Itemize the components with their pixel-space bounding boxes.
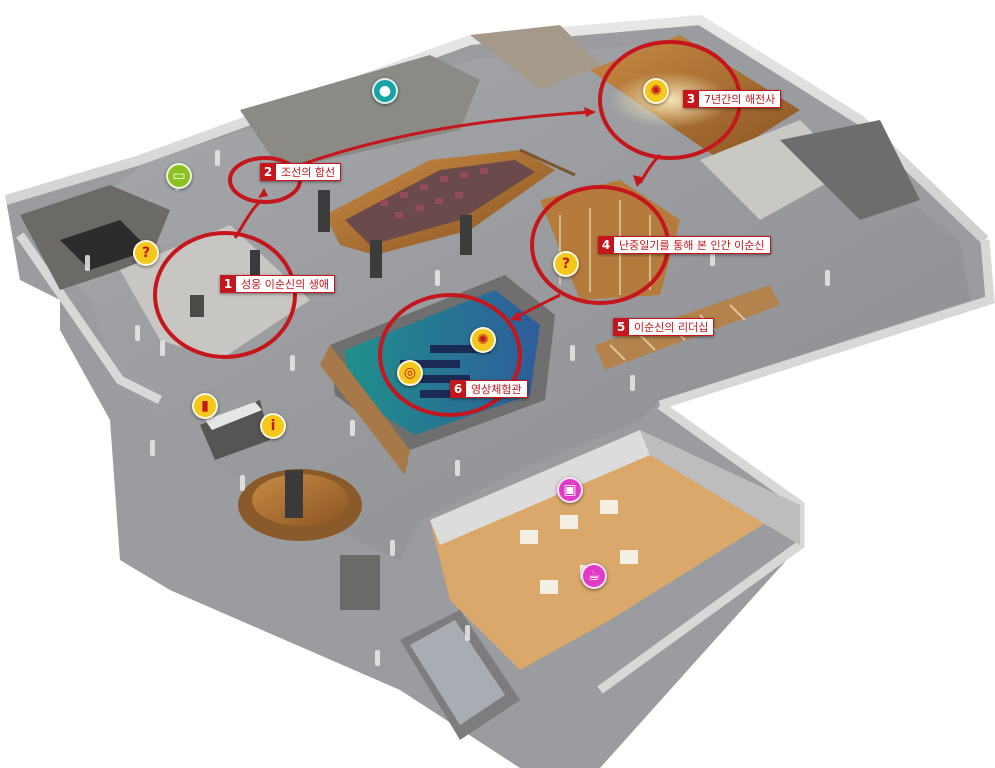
film-reel-icon[interactable]: ✺: [643, 78, 669, 104]
zone1-highlight-circle: [153, 231, 297, 359]
zone-number: 5: [613, 318, 629, 336]
information-icon[interactable]: i: [260, 413, 286, 439]
film-reel-icon[interactable]: ✺: [470, 327, 496, 353]
route-arrow-2-3: [299, 110, 591, 167]
zone6-highlight-circle: [378, 293, 522, 417]
zone-label-1[interactable]: 1 성웅 이순신의 생애: [220, 275, 335, 293]
info-desk: [200, 400, 270, 460]
zone-number: 4: [598, 236, 614, 254]
question-icon[interactable]: ?: [133, 240, 159, 266]
zone-title: 영상체험관: [466, 380, 528, 398]
monitor-icon[interactable]: ▭: [166, 163, 192, 189]
zone-title: 난중일기를 통해 본 인간 이순신: [614, 236, 771, 254]
zone-title: 조선의 함선: [276, 163, 342, 181]
zone-number: 2: [260, 163, 276, 181]
3d-glasses-icon[interactable]: ◎: [397, 360, 423, 386]
zone-label-6[interactable]: 6 영상체험관: [450, 380, 528, 398]
zone-title: 이순신의 리더십: [629, 318, 715, 336]
zone-number: 1: [220, 275, 236, 293]
person-icon[interactable]: ●: [372, 78, 398, 104]
zone-label-4[interactable]: 4 난중일기를 통해 본 인간 이순신: [598, 236, 771, 254]
zone-title: 7년간의 해전사: [699, 90, 782, 108]
zone-label-3[interactable]: 3 7년간의 해전사: [683, 90, 782, 108]
top-exhibit-room: [240, 55, 480, 170]
mobile-phone-icon[interactable]: ▮: [192, 393, 218, 419]
coffee-cup-icon[interactable]: ☕: [581, 563, 607, 589]
question-icon[interactable]: ?: [553, 251, 579, 277]
zone-number: 6: [450, 380, 466, 398]
zone-label-5[interactable]: 5 이순신의 리더십: [613, 318, 715, 336]
zone-label-2[interactable]: 2 조선의 함선: [260, 163, 342, 181]
zone-title: 성웅 이순신의 생애: [236, 275, 335, 293]
gift-bag-icon[interactable]: ▣: [557, 477, 583, 503]
zone-number: 3: [683, 90, 699, 108]
route-arrow-1-2: [233, 198, 263, 239]
